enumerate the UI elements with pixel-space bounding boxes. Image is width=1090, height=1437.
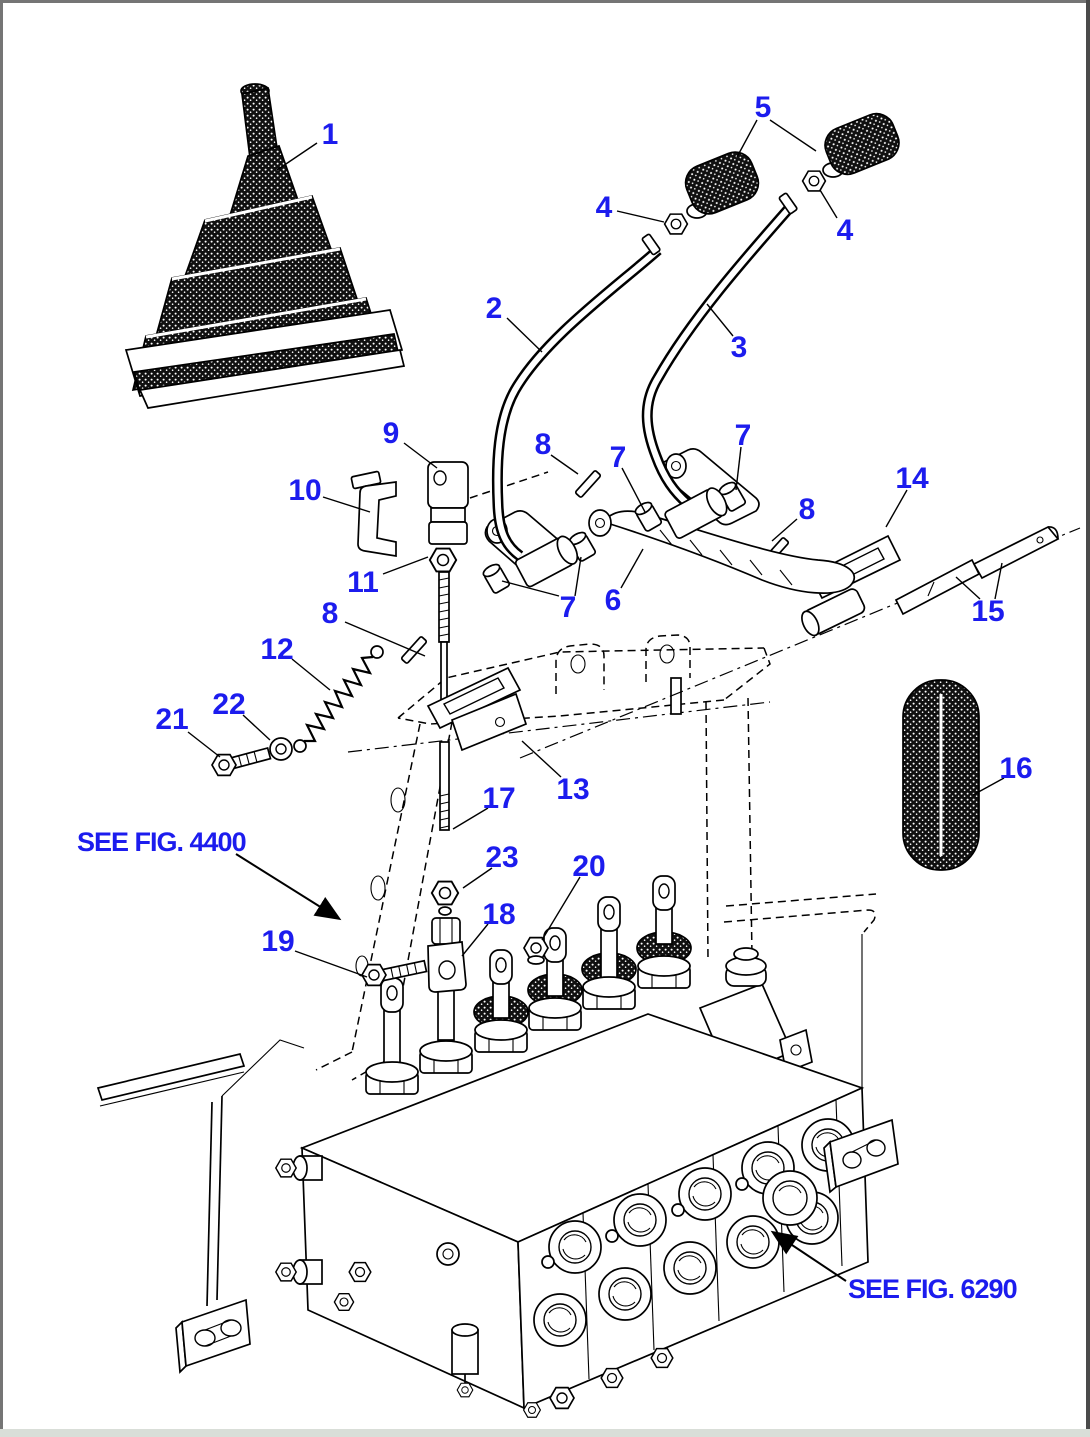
- callout-label: 2: [486, 292, 503, 325]
- callout-label: 7: [735, 419, 752, 452]
- callout-label: 4: [596, 191, 613, 224]
- callout-label: 20: [572, 850, 605, 883]
- leader-line: [994, 562, 1003, 600]
- bolt-part-21: [211, 746, 272, 777]
- pin-part-8-upper: [574, 470, 602, 498]
- callout-label: 21: [155, 703, 188, 736]
- leader-line: [769, 119, 817, 152]
- clevis-part-18: [427, 917, 467, 993]
- rod-and-nuts-9-11-17-23: [428, 547, 460, 916]
- nut-part-4-right: [801, 170, 827, 192]
- leader-line: [620, 548, 644, 589]
- callout-label: 8: [322, 597, 339, 630]
- leader-line: [294, 950, 368, 978]
- lever-rod-part-3: [641, 192, 798, 539]
- leader-line: [885, 489, 908, 528]
- callout-label: 12: [260, 633, 293, 666]
- leader-line: [550, 454, 579, 475]
- callout-label: 18: [482, 898, 515, 931]
- leader-line: [955, 576, 981, 600]
- grip-pad-part-16: [902, 679, 980, 871]
- callout-label: 6: [605, 584, 622, 617]
- clevis-part-9: [427, 461, 469, 545]
- leader-line: [819, 189, 838, 219]
- leader-line: [541, 876, 581, 941]
- leader-line: [706, 303, 734, 337]
- leader-line: [521, 740, 562, 778]
- callout-label: 5: [755, 91, 772, 124]
- lever-rod-part-2: [491, 233, 662, 588]
- callout-label: 9: [383, 417, 400, 450]
- leader-line: [501, 580, 560, 597]
- leader-line: [242, 714, 271, 741]
- valve-left-support-plate: [96, 1039, 305, 1374]
- bracket-part-13: [426, 666, 528, 752]
- callout-label: 10: [288, 474, 321, 507]
- leader-line: [452, 807, 489, 830]
- callout-label: 8: [535, 428, 552, 461]
- leader-line: [736, 119, 758, 158]
- see-fig-arrow: [235, 853, 342, 921]
- leader-line: [972, 777, 1005, 796]
- see-fig-note: SEE FIG. 4400: [77, 827, 246, 857]
- valve-right-tab: [762, 1118, 899, 1226]
- lever-knob-5-right: [822, 112, 900, 178]
- boot-cover-part-1: [124, 83, 406, 409]
- leader-line: [322, 496, 371, 513]
- callout-label: 4: [837, 214, 854, 247]
- see-fig-arrow: [770, 1230, 847, 1282]
- leader-line: [276, 142, 318, 171]
- callout-label: 16: [999, 752, 1032, 785]
- leader-line: [574, 556, 582, 597]
- control-valve-assembly: [96, 875, 899, 1418]
- leader-line: [187, 731, 221, 758]
- callout-label: 3: [731, 331, 748, 364]
- rod-part-15: [894, 525, 1060, 616]
- bolt-part-19: [361, 959, 428, 987]
- callout-label: 8: [799, 493, 816, 526]
- callout-label: 17: [482, 782, 515, 815]
- nut-part-22: [269, 737, 293, 761]
- spring-part-12: [293, 645, 384, 753]
- callout-label: 23: [485, 841, 518, 874]
- valve-left-end-details: [275, 1155, 479, 1398]
- pin-part-8-left: [400, 636, 428, 664]
- leader-line: [506, 317, 543, 353]
- callout-label: 14: [895, 462, 929, 495]
- nut-part-4-left: [663, 213, 689, 235]
- callout-label: 7: [560, 591, 577, 624]
- callout-label: 19: [261, 925, 294, 958]
- leader-line: [344, 621, 426, 657]
- nut-part-20: [523, 936, 549, 965]
- callout-label: 15: [971, 595, 1004, 628]
- leader-line: [291, 658, 331, 691]
- pedal-lever-part-6: [588, 509, 856, 594]
- clip-part-10: [350, 470, 397, 557]
- see-fig-note: SEE FIG. 6290: [848, 1274, 1017, 1304]
- lever-knob-5-left: [684, 151, 760, 219]
- leader-line: [462, 867, 493, 889]
- callout-label: 13: [556, 773, 589, 806]
- leader-line: [616, 210, 665, 223]
- leader-line: [461, 923, 489, 957]
- callout-label: 7: [610, 441, 627, 474]
- leader-line: [621, 467, 646, 513]
- leader-line: [403, 442, 438, 469]
- callout-label: 1: [322, 118, 339, 151]
- leader-line: [382, 556, 429, 575]
- callout-label: 22: [212, 688, 245, 721]
- leader-line: [771, 518, 798, 542]
- leader-line: [735, 446, 742, 491]
- callout-label: 11: [347, 566, 379, 599]
